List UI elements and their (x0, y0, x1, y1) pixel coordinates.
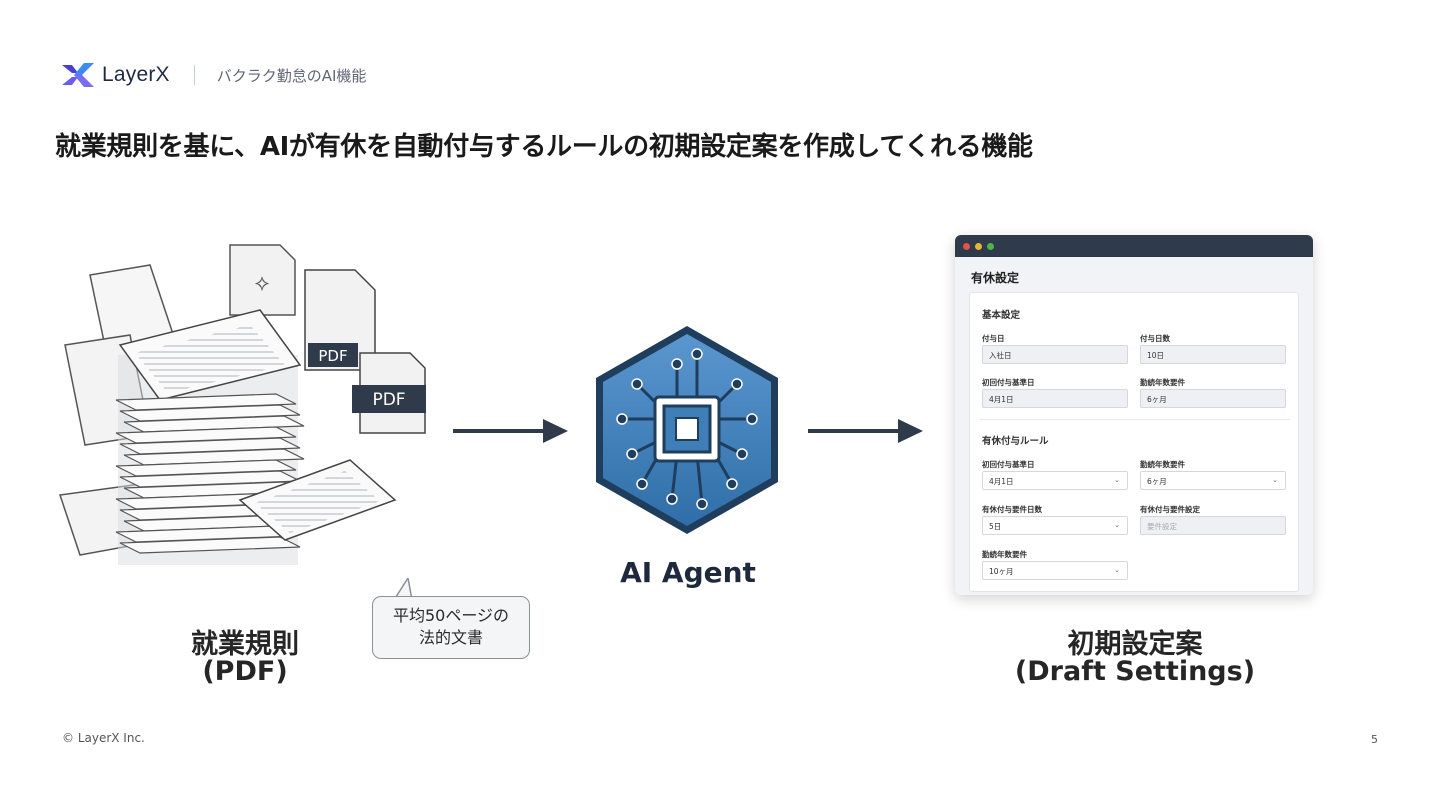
paper-stack (115, 309, 305, 554)
select-value: 5日 (989, 522, 1002, 531)
window-titlebar (955, 235, 1313, 257)
tenure-requirement-field[interactable]: 6ヶ月 (1140, 389, 1286, 408)
field-label: 勤続年数要件 (982, 550, 1027, 559)
header: LayerX バクラク勤怠のAI機能 (62, 60, 366, 90)
source-label-format: (PDF) (202, 656, 288, 687)
bubble-line-1: 平均50ページの (392, 606, 510, 625)
header-divider (193, 65, 195, 85)
arrow-right-icon (808, 419, 923, 443)
chevron-down-icon: ⌄ (1272, 476, 1278, 484)
basic-section-title: 基本設定 (982, 310, 1021, 321)
rule-days-select[interactable]: 5日 ⌄ (982, 516, 1128, 535)
field-label: 有休付与要件日数 (982, 505, 1042, 514)
slide-title: 就業規則を基に、AIが有休を自動付与するルールの初期設定案を作成してくれる機能 (55, 132, 1033, 162)
arrow-right-icon (453, 419, 568, 443)
section-divider (980, 419, 1290, 420)
settings-card: 基本設定 付与日 入社日 付与日数 10日 初回付与基準日 4月1日 勤続年数要… (969, 292, 1299, 592)
field-label: 初回付与基準日 (982, 460, 1035, 469)
paper-sheet (119, 437, 301, 455)
rule-section-title: 有休付与ルール (982, 436, 1049, 447)
paper-sheet (115, 459, 297, 477)
paper-sheet (119, 536, 301, 554)
header-subtitle: バクラク勤怠のAI機能 (216, 66, 367, 85)
draft-settings-window: 有休設定 基本設定 付与日 入社日 付与日数 10日 初回付与基準日 4月1日 … (955, 235, 1313, 595)
copyright: © LayerX Inc. (62, 731, 145, 745)
maximize-dot-icon (987, 242, 994, 250)
chevron-down-icon: ⌄ (1114, 476, 1120, 484)
bubble-line-2: 法的文書 (418, 628, 483, 647)
field-label: 勤続年数要件 (1140, 460, 1185, 469)
pdf-file-icon: PDF (352, 352, 426, 434)
chevron-down-icon: ⌄ (1114, 521, 1120, 529)
paper-sheet (123, 415, 305, 433)
initial-base-date-field[interactable]: 4月1日 (982, 389, 1128, 408)
source-label-title: 就業規則 (191, 629, 299, 660)
svg-text:PDF: PDF (318, 347, 347, 365)
window-title: 有休設定 (971, 271, 1020, 285)
select-value: 4月1日 (989, 477, 1014, 486)
svg-text:PDF: PDF (372, 390, 405, 410)
ai-chip-icon (596, 326, 778, 534)
field-label: 勤続年数要件 (1140, 378, 1185, 387)
pdf-file-icon: PDF (304, 269, 376, 371)
svg-text:⟡: ⟡ (255, 271, 270, 296)
paper-sheet (123, 448, 305, 466)
pdf-file-icon: ⟡ (229, 244, 296, 316)
agent-label: AI Agent (620, 556, 756, 589)
logo-text: LayerX (102, 63, 170, 86)
field-label: 付与日 (982, 334, 1005, 343)
paper-sheet (115, 426, 297, 444)
rule-condition-field[interactable]: 要件設定 (1140, 516, 1286, 535)
page-number: 5 (1371, 733, 1378, 746)
select-value: 10ヶ月 (989, 567, 1014, 576)
paper-sheet (115, 393, 297, 411)
minimize-dot-icon (975, 242, 982, 250)
page-count-bubble: 平均50ページの 法的文書 (372, 596, 530, 659)
field-label: 有休付与要件設定 (1140, 505, 1200, 514)
rule-tenure-select[interactable]: 6ヶ月 ⌄ (1140, 471, 1286, 490)
grant-days-field[interactable]: 10日 (1140, 345, 1286, 364)
select-value: 6ヶ月 (1147, 477, 1167, 486)
rule-base-date-select[interactable]: 4月1日 ⌄ (982, 471, 1128, 490)
rule-tenure-months-select[interactable]: 10ヶ月 ⌄ (982, 561, 1128, 580)
field-label: 付与日数 (1140, 334, 1170, 343)
output-label-subtitle: (Draft Settings) (1014, 656, 1256, 687)
grant-date-field[interactable]: 入社日 (982, 345, 1128, 364)
close-dot-icon (963, 242, 970, 250)
output-label-title: 初期設定案 (1067, 629, 1203, 660)
chevron-down-icon: ⌄ (1114, 566, 1120, 574)
layerx-logo-icon (62, 63, 94, 87)
document-pile-icon: ⟡ PDF PDF (59, 244, 426, 565)
paper-sheet (119, 404, 301, 422)
field-label: 初回付与基準日 (982, 378, 1035, 387)
